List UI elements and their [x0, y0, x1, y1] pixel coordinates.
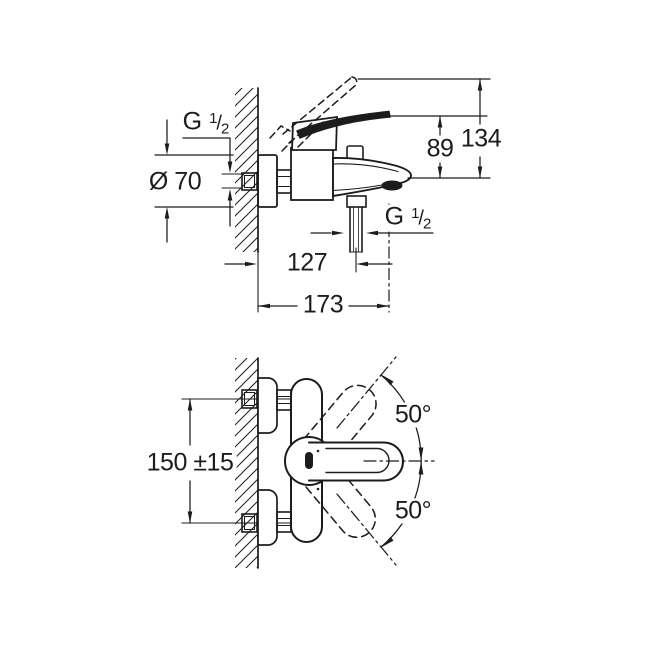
union-nut: [276, 169, 292, 194]
dim-projection-173-label: 173: [299, 292, 347, 318]
side-view-dimensions: [154, 78, 491, 313]
swing-angle-dimension: [336, 356, 435, 566]
shower-outlet: [346, 195, 367, 253]
side-view: [154, 76, 491, 313]
bottom-connection: [241, 489, 292, 546]
dim-projection-127-label: 127: [283, 250, 331, 276]
handle-indicator-slot: [305, 452, 313, 469]
dim-angle-lower-label: 50°: [391, 498, 435, 524]
top-connection: [241, 377, 292, 434]
spacing-dimension: [187, 398, 193, 524]
lever-handle-front: [284, 436, 404, 491]
aerator: [381, 180, 403, 191]
dim-escutcheon-diameter-label: Ø 70: [145, 169, 205, 195]
spout: [332, 157, 412, 198]
escutcheon-side: [257, 154, 278, 208]
front-view: [181, 356, 435, 569]
inlet-fitting: [221, 172, 258, 191]
lever-raised-dashed: [269, 76, 358, 152]
dim-height-89-label: 89: [423, 136, 457, 162]
dim-angle-upper-label: 50°: [391, 402, 435, 428]
dim-height-134-label: 134: [457, 126, 505, 152]
dim-spacing-150-label: 150 ±15: [143, 450, 237, 476]
side-view-wall: [235, 87, 259, 253]
dim-inlet-thread-label: G 1/2: [179, 109, 233, 137]
dim-shower-thread-label: G 1/2: [381, 204, 435, 232]
